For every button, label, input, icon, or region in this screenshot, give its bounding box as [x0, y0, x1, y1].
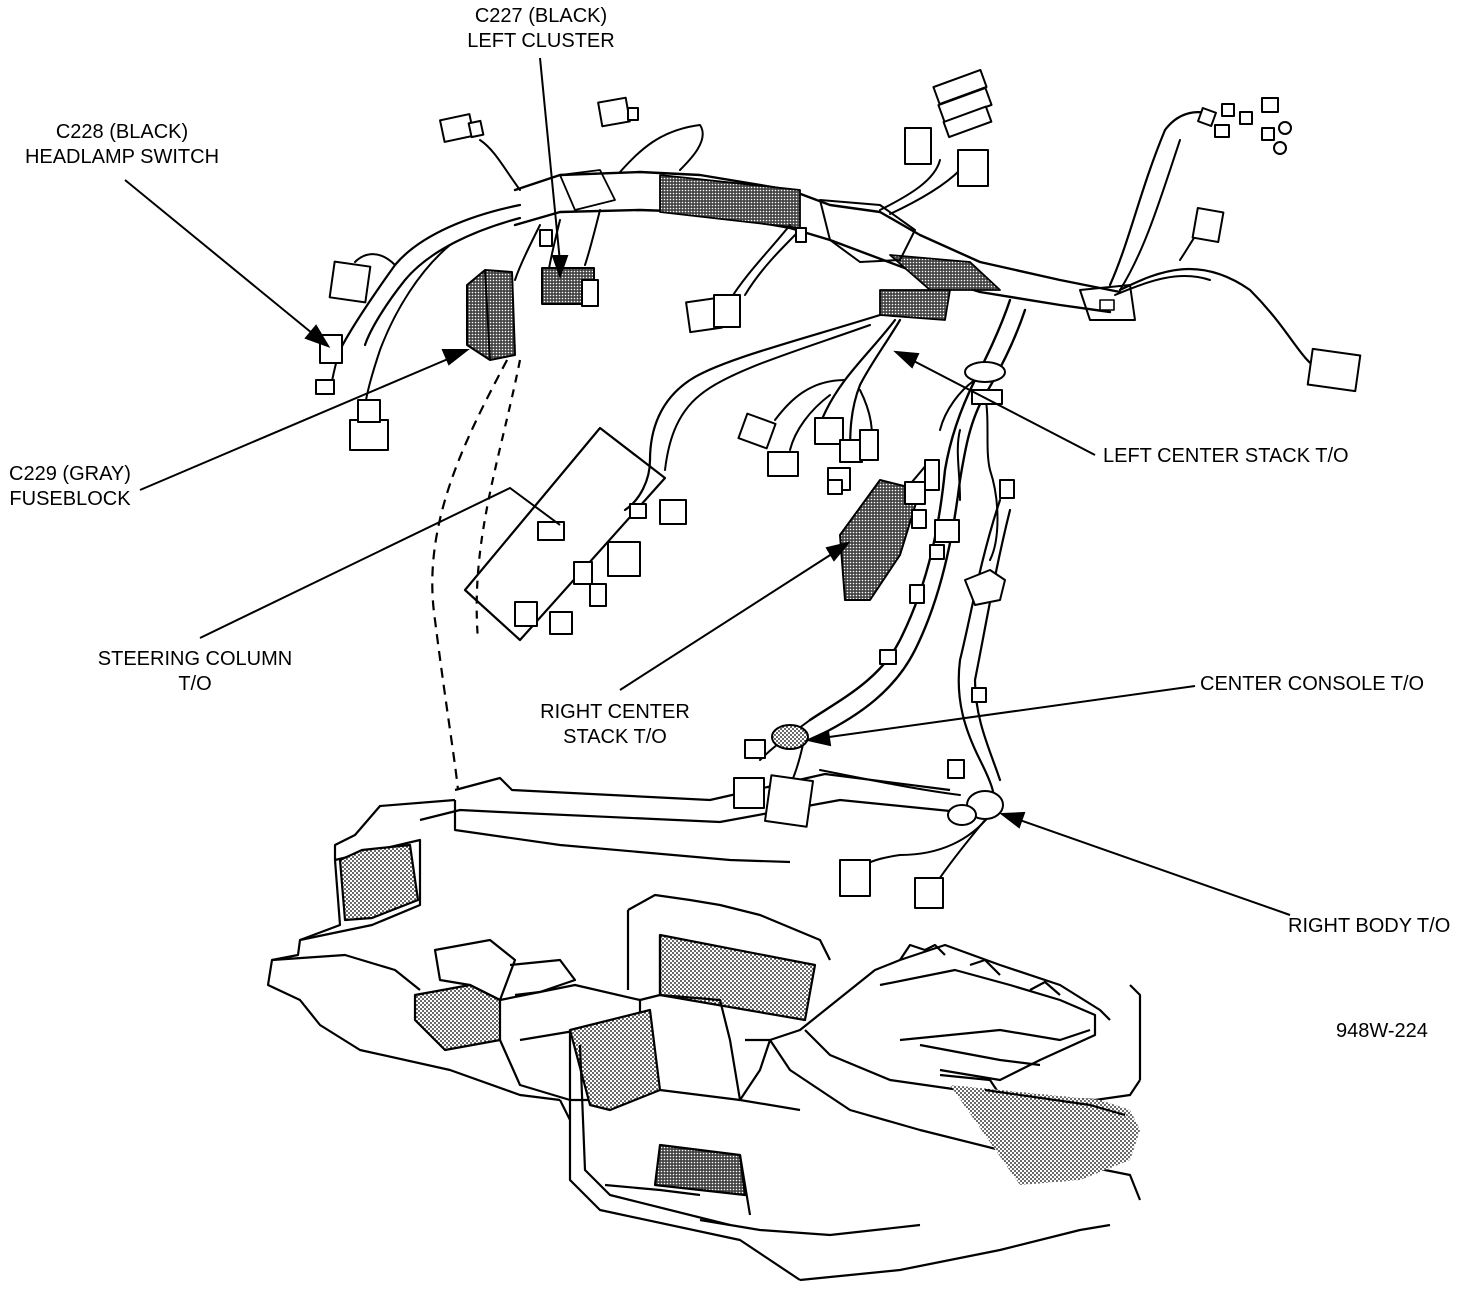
arrow-c228 — [304, 324, 331, 348]
connectors-center-console — [733, 724, 814, 828]
leader-steering-column — [199, 486, 561, 639]
connector-top-left — [439, 113, 485, 143]
label-center-console-text: CENTER CONSOLE T/O — [1200, 673, 1425, 695]
connector-c227 — [539, 229, 599, 307]
arrow-c227 — [551, 255, 569, 280]
leader-c229 — [139, 355, 456, 491]
label-right-body-text: RIGHT BODY T/O — [1288, 915, 1451, 937]
connector-right-center-stack — [839, 459, 960, 601]
arrow-right-body — [999, 811, 1026, 829]
clips-right-trunk — [879, 361, 1015, 779]
leader-right-body — [1013, 817, 1291, 916]
label-left-center-stack: LEFT CENTER STACK T/O — [1103, 444, 1349, 469]
figure-id-text: 948W-224 — [1336, 1020, 1428, 1042]
leader-c227 — [539, 57, 561, 263]
label-c228-line1: C228 (BLACK) — [55, 121, 189, 143]
label-c227-line1: C227 (BLACK) — [474, 5, 608, 27]
arrow-left-center-stack — [893, 350, 920, 369]
label-right-center-stack-line1: RIGHT CENTER — [540, 701, 690, 723]
label-c229: C229 (GRAY) FUSEBLOCK — [0, 462, 140, 512]
arrow-right-center-stack — [825, 541, 851, 562]
leader-left-center-stack — [907, 357, 1096, 456]
label-c229-line2: FUSEBLOCK — [9, 488, 131, 510]
arrow-c229 — [441, 349, 470, 366]
label-right-center-stack-line2: STACK T/O — [563, 726, 667, 748]
connectors-right-body — [839, 790, 1004, 909]
figure-id: 948W-224 — [1336, 1019, 1428, 1044]
connector-top-mid — [597, 96, 639, 128]
label-steering-column-line2: T/O — [178, 673, 212, 695]
label-center-console: CENTER CONSOLE T/O — [1200, 672, 1424, 697]
leader-c228 — [124, 179, 319, 339]
label-c228: C228 (BLACK) HEADLAMP SWITCH — [22, 120, 222, 170]
label-steering-column-line1: STEERING COLUMN — [97, 648, 293, 670]
connectors-left-center-stack — [737, 412, 879, 495]
connector-far-right — [1191, 97, 1362, 393]
leader-right-center-stack — [619, 549, 839, 691]
label-c228-line2: HEADLAMP SWITCH — [24, 146, 220, 168]
connector-top-right-stack — [904, 68, 993, 187]
arrow-center-console — [804, 729, 832, 747]
leader-lines — [124, 57, 1291, 916]
label-c227-line2: LEFT CLUSTER — [467, 30, 615, 52]
connector-mid-lower — [685, 227, 807, 334]
label-steering-column: STEERING COLUMN T/O — [90, 647, 300, 697]
label-c229-line1: C229 (GRAY) — [9, 463, 131, 485]
connector-c229-fuseblock — [466, 269, 516, 361]
connectors — [315, 68, 1362, 909]
main-harness — [329, 111, 1322, 886]
label-right-body: RIGHT BODY T/O — [1288, 914, 1450, 939]
label-c227: C227 (BLACK) LEFT CLUSTER — [452, 4, 630, 54]
label-left-center-stack-text: LEFT CENTER STACK T/O — [1103, 445, 1349, 467]
label-right-center-stack: RIGHT CENTER STACK T/O — [530, 700, 700, 750]
instrument-panel — [266, 344, 1142, 1282]
leader-center-console — [821, 685, 1196, 739]
steering-column-inset — [463, 426, 687, 642]
